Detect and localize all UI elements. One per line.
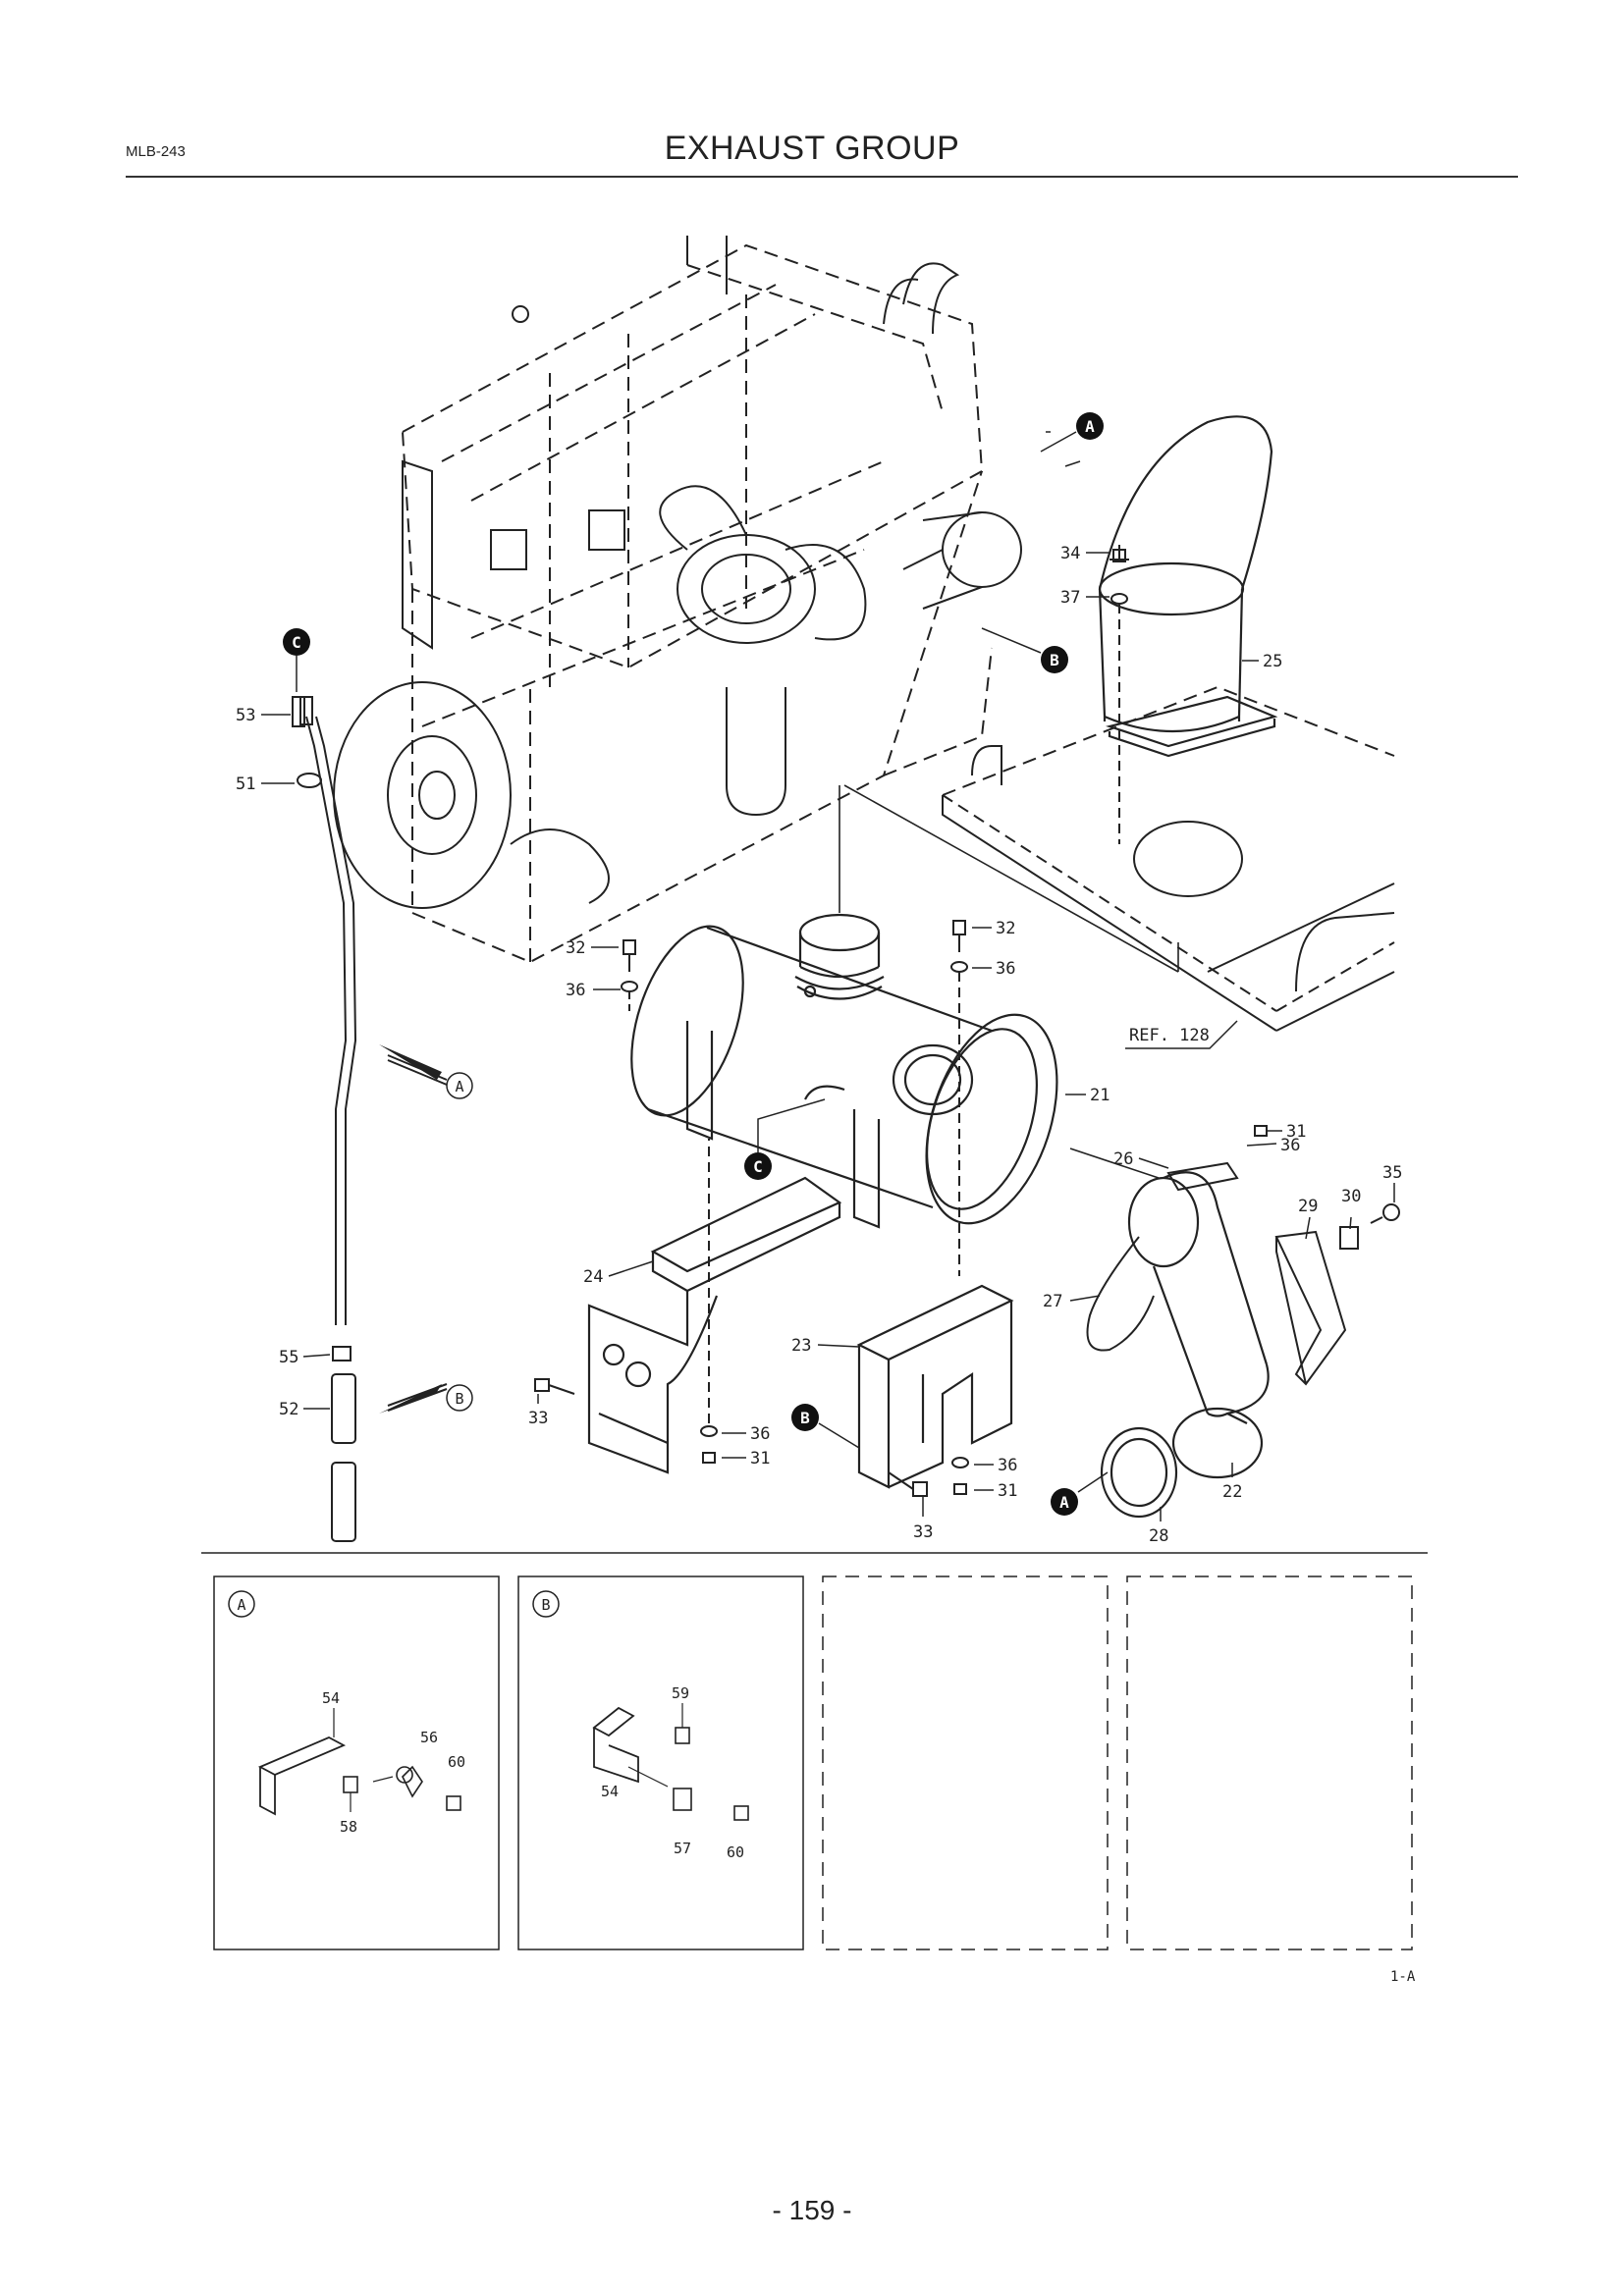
detail-a-label: A (237, 1596, 245, 1614)
tube-51 (297, 696, 357, 1325)
sheet-code: 1-A (1390, 1969, 1416, 1985)
callout-23: 23 (791, 1336, 811, 1356)
header-rule (126, 176, 1518, 178)
callout-34: 34 (1060, 544, 1080, 563)
fitting-55 (332, 1346, 352, 1362)
callout-33-right: 33 (913, 1522, 933, 1542)
detail-view-a: A 54 56 60 58 (213, 1575, 500, 1950)
callout-33-left: 33 (528, 1409, 548, 1428)
page-title: EXHAUST GROUP (664, 130, 960, 167)
svg-text:C: C (753, 1157, 763, 1176)
detail-a-callout-54: 54 (322, 1689, 340, 1707)
clip-26 (1166, 1161, 1239, 1192)
svg-text:B: B (455, 1390, 463, 1408)
svg-text:A: A (455, 1078, 463, 1095)
view-arrow-a (379, 1044, 448, 1086)
spacer-30 (1339, 1226, 1359, 1250)
view-marker-b: B (446, 1384, 473, 1412)
svg-text:B: B (1050, 651, 1059, 669)
callout-28: 28 (1149, 1526, 1168, 1546)
cable-27 (1086, 1236, 1155, 1352)
callout-52: 52 (279, 1400, 298, 1419)
reference-markers: A B C C B A (283, 412, 1104, 1516)
callout-24: 24 (583, 1267, 603, 1287)
marker-b-top: B (981, 627, 1068, 673)
view-marker-a: A (446, 1072, 473, 1099)
reference-label: REF. 128 (1125, 1020, 1238, 1049)
marker-a-top: A (1040, 412, 1104, 453)
detail-a-callout-56: 56 (420, 1729, 438, 1746)
hose-52 (331, 1373, 356, 1542)
reference-text: REF. 128 (1129, 1026, 1210, 1045)
callout-32-left: 32 (566, 938, 585, 958)
callout-53: 53 (236, 706, 255, 725)
marker-b-lower: B (791, 1404, 860, 1449)
mounting-platform (942, 685, 1395, 1032)
callout-25: 25 (1263, 652, 1282, 671)
callout-30: 30 (1341, 1187, 1361, 1206)
detail-b-callout-57: 57 (674, 1840, 691, 1857)
callout-31-lower-left: 31 (750, 1449, 770, 1468)
assembly-lines (839, 784, 1179, 1179)
hardware (292, 545, 1129, 1497)
bracket-24 (587, 1176, 842, 1474)
callout-37: 37 (1060, 588, 1080, 608)
marker-c-middle: C (744, 1098, 826, 1180)
callout-32-right: 32 (996, 919, 1015, 938)
tailpipe-22 (1100, 1171, 1270, 1519)
detail-a-callout-58: 58 (340, 1818, 357, 1836)
svg-text:A: A (1059, 1493, 1069, 1512)
callout-21: 21 (1090, 1086, 1110, 1105)
engine-details (333, 236, 1022, 909)
empty-frame-right (1126, 1575, 1413, 1950)
callout-27: 27 (1043, 1292, 1062, 1311)
detail-b-label: B (541, 1596, 550, 1614)
callout-55: 55 (279, 1348, 298, 1367)
callout-36-top: 36 (1280, 1136, 1300, 1155)
callout-36-lower-right: 36 (998, 1456, 1017, 1475)
empty-frame-left (822, 1575, 1109, 1950)
heat-shield-29 (1274, 1230, 1347, 1386)
marker-a-lower: A (1051, 1488, 1078, 1516)
callout-35: 35 (1382, 1163, 1402, 1183)
detail-b-callout-60: 60 (727, 1843, 744, 1861)
callout-31-lower-right: 31 (998, 1481, 1017, 1501)
engine-block (401, 243, 993, 964)
nut-31-top (1254, 1125, 1268, 1137)
detail-a-callout-60: 60 (448, 1753, 465, 1771)
callout-36-right: 36 (996, 959, 1015, 979)
callout-26: 26 (1113, 1149, 1133, 1169)
bolt-35 (1370, 1203, 1400, 1224)
detail-b-callout-54: 54 (601, 1783, 619, 1800)
leader-lines (261, 431, 1395, 1522)
detail-view-b: B 59 54 57 60 (517, 1575, 804, 1950)
muffler-21 (630, 913, 1058, 1229)
callout-36-lower-left: 36 (750, 1424, 770, 1444)
detail-b-callout-59: 59 (672, 1684, 689, 1702)
svg-text:A: A (1085, 417, 1095, 436)
svg-text:B: B (800, 1409, 810, 1427)
bracket-23 (856, 1284, 1014, 1489)
view-markers: A B (446, 1072, 473, 1412)
svg-text:C: C (292, 633, 301, 652)
callout-labels: 34 37 25 53 51 32 36 32 36 21 31 26 36 3… (236, 544, 1402, 1546)
marker-c-top: C (283, 628, 310, 692)
stack-pipe-25 (1098, 415, 1278, 758)
document-code: MLB-243 (126, 143, 186, 160)
view-arrow-b (379, 1383, 448, 1414)
callout-22: 22 (1222, 1482, 1242, 1502)
callout-31-top: 31 (1286, 1122, 1306, 1142)
callout-29: 29 (1298, 1197, 1318, 1216)
page-number: - 159 - (772, 2195, 852, 2225)
callout-36-left: 36 (566, 981, 585, 1000)
callout-51: 51 (236, 774, 255, 794)
